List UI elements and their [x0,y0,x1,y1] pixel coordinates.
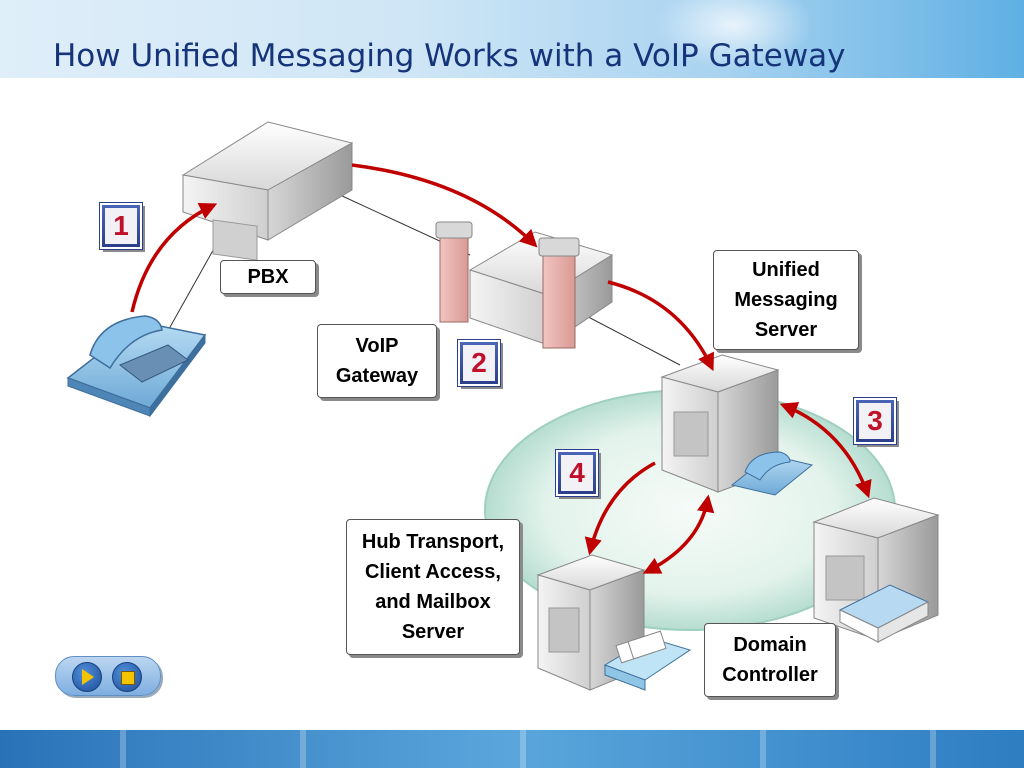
slide-nav-control [55,656,161,696]
gateway-um-line [574,309,681,366]
um-server-label: Unified Messaging Server [713,250,859,350]
footer-streak [300,730,306,768]
step-number-4: 4 [561,455,593,491]
arrow-phone-to-pbx [130,203,218,313]
arrow-um-to-hub-left [584,461,656,556]
arrow-pbx-to-gateway [351,163,538,248]
pbx-label: PBX [220,260,316,294]
step-badge-1: 1 [99,202,143,250]
footer-streak [520,730,526,768]
pbx-label-text: PBX [247,266,289,288]
domain-controller-label-text: Domain Controller [722,634,818,686]
header-glow [654,0,814,70]
footer-streak [120,730,126,768]
voip-gateway-icon [435,221,614,349]
step-number-3: 3 [859,403,891,439]
footer-streak [930,730,936,768]
arrow-gateway-to-um [607,280,714,372]
stop-icon [121,671,135,685]
slide-title: How Unified Messaging Works with a VoIP … [53,38,846,74]
step-number-1: 1 [105,208,137,244]
phone-icon [66,315,207,418]
stop-button[interactable] [112,662,142,692]
hub-server-label: Hub Transport, Client Access, and Mailbo… [346,519,520,655]
hub-server-label-text: Hub Transport, Client Access, and Mailbo… [361,531,505,643]
step-badge-3: 3 [853,397,897,445]
um-server-label-text: Unified Messaging Server [734,259,838,341]
mail-tray-icon [603,630,692,691]
play-button[interactable] [72,662,102,692]
step-badge-2: 2 [457,339,501,387]
voip-gateway-label-text: VoIP Gateway [335,335,419,387]
arrow-um-hub-right [642,494,715,574]
slide-footer [0,730,1024,768]
step-number-2: 2 [463,345,495,381]
binder-icon [838,584,930,643]
slide-header: How Unified Messaging Works with a VoIP … [0,0,1024,78]
voip-gateway-label: VoIP Gateway [317,324,437,398]
pbx-server-icon [181,121,354,261]
footer-streak [760,730,766,768]
play-icon [82,669,94,685]
step-badge-4: 4 [555,449,599,497]
domain-controller-label: Domain Controller [704,623,836,697]
arrow-um-dc [779,402,872,499]
